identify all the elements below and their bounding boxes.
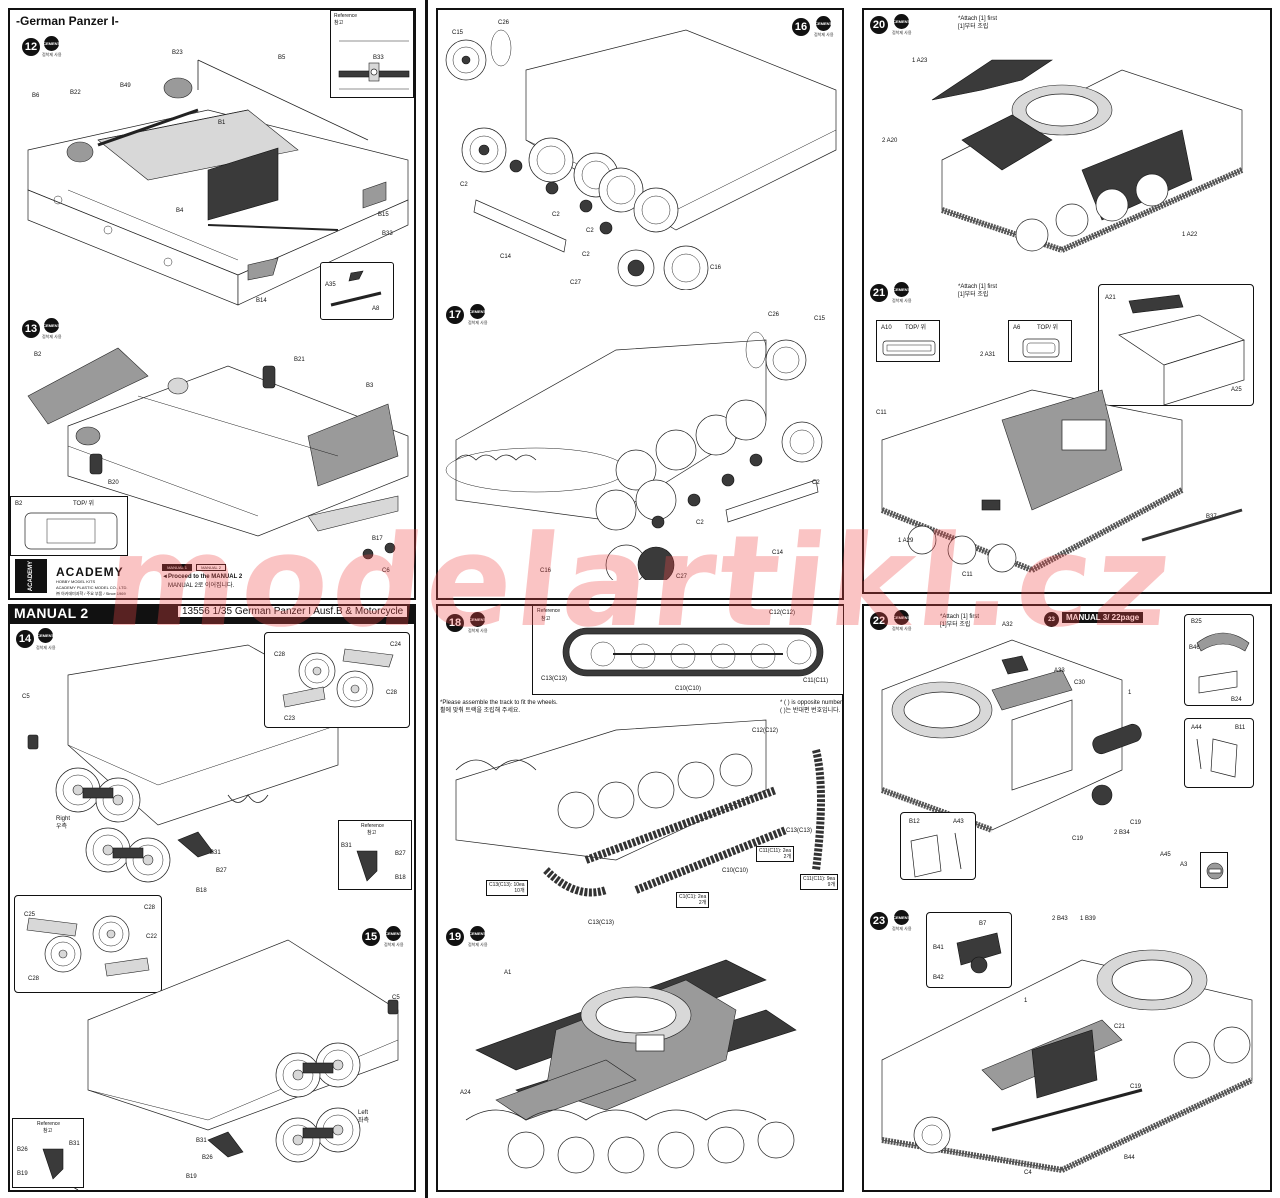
- step13-hull-drawing: [27, 347, 409, 560]
- reference-box-tracks: Reference 참고 C12(C12) C13(C13) C11(C11) …: [532, 605, 844, 695]
- count-tag-c11-9: C11(C11): 9ea 9개: [800, 874, 839, 890]
- manual-chip-1: MANUAL 1: [162, 564, 192, 571]
- count-tag-c13: C13(C13): 10ea 10개: [486, 880, 528, 896]
- inset-c24-c28: [264, 632, 410, 728]
- academy-logo: ACADEMY: [15, 559, 47, 593]
- step-number-15: 15: [362, 928, 380, 946]
- cement-icon: CEMENT: [893, 282, 910, 297]
- step-number-19: 19: [446, 928, 464, 946]
- step-number-12: 12: [22, 38, 40, 56]
- inset-b12-a43: B12 A43: [900, 812, 976, 880]
- cement-icon: CEMENT: [893, 910, 910, 925]
- step-number-21: 21: [870, 284, 888, 302]
- manual-chip-2: MANUAL 2: [196, 564, 226, 571]
- reference-box-b33: Reference 참고 B33: [330, 10, 414, 98]
- step-number-20: 20: [870, 16, 888, 34]
- inset-c25-c28: [14, 895, 162, 993]
- step-number-17: 17: [446, 306, 464, 324]
- reference-box-b26: Reference 참고 B26 B31 B19: [12, 1118, 84, 1188]
- step23-hull-drawing: [881, 949, 1254, 1173]
- cement-icon: CEMENT: [469, 304, 486, 319]
- cement-icon: CEMENT: [43, 318, 60, 333]
- cement-icon: CEMENT: [893, 610, 910, 625]
- inset-a10: A10 TOP/ 위: [876, 320, 940, 362]
- inset-a21-a25: A21 A25: [1098, 284, 1254, 406]
- cement-icon: CEMENT: [893, 14, 910, 29]
- cement-icon: CEMENT: [469, 612, 486, 627]
- manual2-subtitle: 13556 1/35 German Panzer I Ausf.B & Moto…: [178, 606, 408, 617]
- inset-a6: A6 TOP/ 위: [1008, 320, 1072, 362]
- inset-a3-detail: [1200, 852, 1228, 888]
- cement-icon: CEMENT: [815, 16, 832, 31]
- step12-hull-drawing: [27, 59, 409, 306]
- step17-hull-drawing: [445, 331, 823, 580]
- reference-box-b31: Reference 참고 B31 B27 B18: [338, 820, 412, 890]
- step19-turret-drawing: [465, 959, 797, 1174]
- step18-track-drawing: [455, 719, 825, 897]
- cement-icon: CEMENT: [385, 926, 402, 941]
- step16-hull-drawing: [445, 29, 837, 290]
- inset-b2-top: B2 TOP/ 위: [10, 496, 128, 556]
- inset-a35-a8: [320, 262, 394, 320]
- step-number-18: 18: [446, 614, 464, 632]
- inset-b7-b41-b42: B7 B41 B42: [926, 912, 1012, 988]
- column-divider-1: [425, 0, 428, 1198]
- step-number-14: 14: [16, 630, 34, 648]
- step21-hull-drawing: [880, 389, 1243, 573]
- step-number-22: 22: [870, 612, 888, 630]
- manual3-link: MANUAL 3/ 22page: [1062, 612, 1144, 623]
- inset-b25-b24: B25 B46 B24: [1184, 614, 1254, 706]
- inset-a44-b11: A44 B11: [1184, 718, 1254, 788]
- step20-hull-drawing: [931, 59, 1244, 253]
- manual3-icon: 23: [1044, 612, 1059, 627]
- step-number-23: 23: [870, 912, 888, 930]
- page-title: -German Panzer I-: [16, 14, 119, 28]
- step-number-13: 13: [22, 320, 40, 338]
- step22-hull-drawing: [880, 639, 1142, 833]
- step15-hull-drawing: [27, 939, 399, 1190]
- count-tag-c11: C11(C11): 2ea 2개: [756, 846, 795, 862]
- step-number-16: 16: [792, 18, 810, 36]
- cement-icon: CEMENT: [43, 36, 60, 51]
- cement-icon: CEMENT: [469, 926, 486, 941]
- count-tag-c1: C1(C1): 2ea 2개: [676, 892, 710, 908]
- brand-wordmark: ACADEMY: [56, 565, 124, 579]
- cement-icon: CEMENT: [37, 628, 54, 643]
